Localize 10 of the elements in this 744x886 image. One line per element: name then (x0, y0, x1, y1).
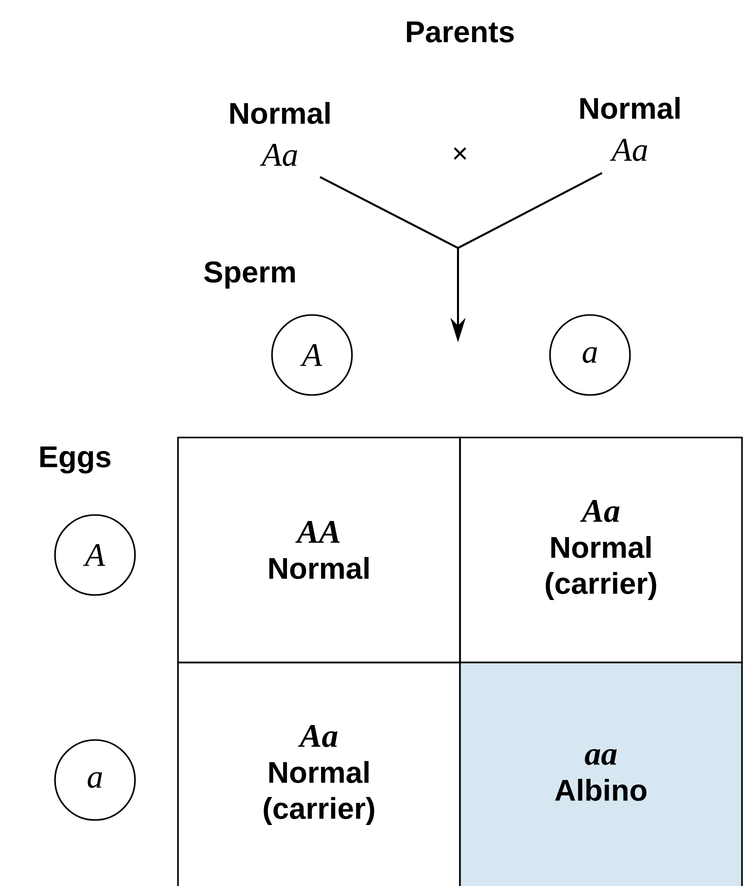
cross-sign: × (454, 147, 466, 160)
punnett-cell: Aa Normal (carrier) (459, 436, 743, 664)
parent-label: Normal Aa (580, 96, 680, 162)
parent-label: Normal Aa (230, 102, 330, 166)
title: Parents (406, 22, 514, 42)
punnett-cell: AA Normal (177, 436, 461, 664)
axis-label: Eggs (40, 446, 110, 474)
punnett-cell: aa Albino (459, 662, 743, 886)
punnett-cell: Aa Normal (carrier) (177, 662, 461, 886)
axis-label: Sperm (204, 261, 295, 289)
